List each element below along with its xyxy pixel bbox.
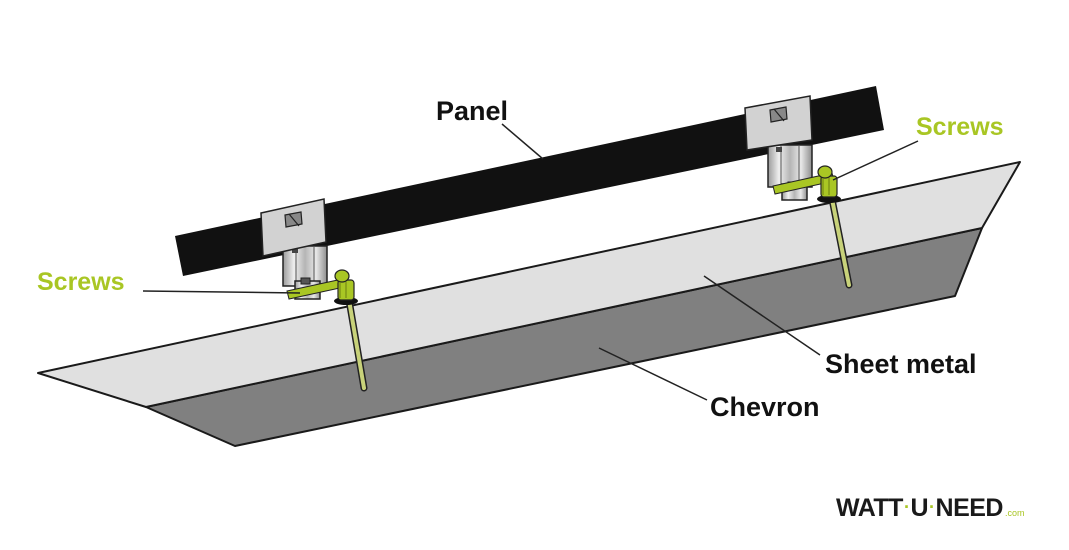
screws-left-label: Screws — [37, 268, 125, 296]
watt-u-need-logo: WATT·U·NEED.com — [836, 494, 1025, 522]
chevron-label: Chevron — [710, 392, 820, 422]
sheet-metal-label: Sheet metal — [825, 349, 977, 379]
screws-left-leader-line — [142, 290, 301, 294]
panel-label: Panel — [436, 96, 509, 126]
left-clamp-top — [260, 198, 327, 257]
panel-leader-line — [501, 123, 544, 160]
left-screw — [286, 269, 368, 392]
solar-panel — [175, 86, 884, 276]
chevron-leader-line — [598, 347, 708, 401]
screws-right-leader-line — [832, 140, 919, 181]
sheet-metal-leader-line — [703, 275, 821, 356]
sheet-metal — [37, 161, 1021, 408]
screws-right-label: Screws — [916, 113, 1004, 141]
right-clamp-top — [744, 95, 813, 151]
right-screw — [772, 165, 853, 289]
